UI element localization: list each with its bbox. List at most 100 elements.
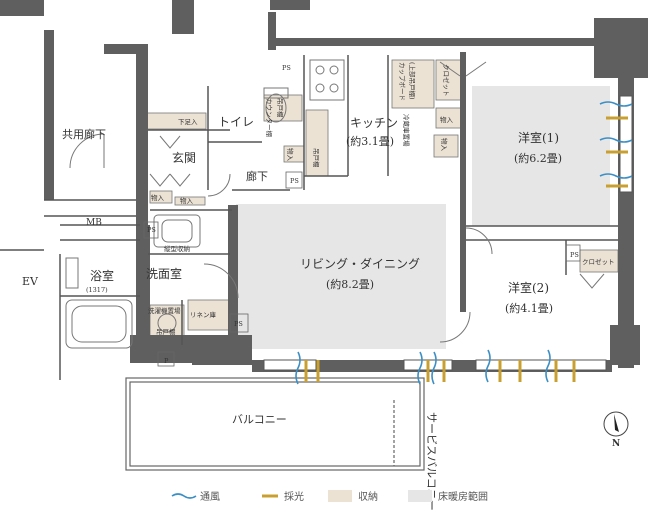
closet-door-western2 — [579, 273, 605, 289]
label-kitchen-size: (約3.1畳) — [346, 134, 394, 148]
storage-entrance-small — [149, 190, 173, 204]
wall-top-mid — [270, 0, 310, 10]
label-western1-size: (約6.2畳) — [514, 151, 562, 165]
label-hanging-cupboard: (上部吊戸棚) — [408, 62, 417, 100]
label-vertical-storage: 縦型収納 — [164, 244, 190, 253]
balcony-outline — [125, 377, 425, 471]
wall-bottom-left-block — [130, 335, 202, 363]
wash-basin — [161, 219, 193, 243]
label-hanging-shelf-toilet: 吊戸棚 — [276, 98, 285, 118]
label-storage-1: 物入 — [151, 193, 165, 202]
label-hanging-shelf-kitchen: 吊戸棚 — [312, 148, 321, 168]
service-balcony-label: サービスバルコニー — [425, 412, 438, 511]
label-ps-hall: PS — [290, 177, 299, 185]
toilet-tank — [263, 87, 289, 99]
label-kitchen: キッチン — [350, 116, 398, 130]
floor-heating-living — [236, 204, 446, 349]
label-washroom: 洗面室 — [146, 266, 182, 281]
floor-heating-areas — [236, 86, 610, 349]
window-western2 — [475, 359, 607, 371]
legend: 通風 採光 収納 床暖房範囲 — [171, 490, 488, 503]
label-living-dining-size: (約8.2畳) — [326, 277, 374, 291]
window-western1 — [619, 95, 633, 193]
cupboard-storage — [391, 59, 435, 109]
label-hanging-shelf-wash: 吊戸棚 — [156, 327, 176, 336]
label-service-balcony: サービスバルコニー — [425, 412, 438, 511]
legend-ventilation-icon — [171, 493, 197, 499]
label-washer-space: 洗濯機置場 — [148, 306, 181, 315]
label-western1: 洋室(1) — [518, 130, 559, 145]
wall-corridor-left — [44, 30, 54, 200]
north-arrow-icon: N — [603, 411, 629, 449]
washer-drum — [157, 313, 177, 333]
room-labels: 共用廊下 玄関 トイレ 廊下 キッチン (約3.1畳) リビング・ダイニング (… — [22, 115, 562, 426]
label-closet-western2: クロゼット — [582, 257, 615, 266]
label-ps-western2: PS — [570, 251, 579, 259]
label-storage-kitchen-1: 物入 — [440, 115, 454, 124]
toilet-bowl — [265, 93, 287, 123]
partitions — [0, 55, 618, 380]
daylight-icon — [304, 116, 628, 382]
balcony-inner — [129, 381, 421, 467]
hall-door-arc — [207, 173, 231, 197]
label-living-dining: リビング・ダイニング — [300, 256, 420, 271]
front-door-arc — [69, 133, 105, 169]
wall-bath-left — [136, 225, 150, 337]
label-mb: MB — [86, 218, 102, 228]
wall-column-right-top — [594, 18, 648, 78]
floor-heating-western1 — [472, 86, 610, 226]
label-closet-kitchen: クロゼット — [442, 64, 451, 97]
legend-floor-heating: 床暖房範囲 — [438, 490, 488, 503]
label-western2-size: (約4.1畳) — [505, 301, 553, 315]
label-p: P — [164, 357, 169, 365]
wall-column-top — [172, 0, 194, 34]
label-fridge-space: 冷蔵庫置場 — [402, 114, 411, 147]
label-western2: 洋室(2) — [508, 280, 549, 295]
balcony — [125, 377, 425, 471]
legend-storage-swatch — [328, 490, 352, 502]
closet-door-kitchen — [439, 61, 461, 77]
label-storage-hall: 物入 — [286, 148, 295, 162]
shower-panel — [65, 257, 79, 289]
label-counter-shelf: カウンター棚 — [265, 98, 274, 138]
label-bathroom: 浴室 — [90, 268, 114, 283]
living-door-arc — [439, 311, 471, 343]
label-ps-wash: PS — [147, 226, 156, 234]
label-balcony: バルコニー — [232, 413, 287, 426]
window-living-1 — [263, 359, 317, 371]
wall-left-top — [104, 44, 148, 54]
label-bathroom-size: (1317) — [86, 286, 108, 294]
ps-boxes — [143, 171, 581, 367]
wash-door-arc — [203, 263, 239, 299]
wall-kitchen-top-column — [268, 12, 276, 50]
svg-text:N: N — [612, 439, 620, 449]
stove — [309, 59, 345, 101]
label-ps-living: PS — [234, 320, 243, 328]
storage-entrance — [174, 196, 206, 206]
bathtub-outer — [65, 299, 133, 349]
label-cupboard: カップボード — [398, 62, 406, 101]
legend-floor-heating-swatch — [408, 490, 432, 502]
label-ev: EV — [22, 275, 39, 288]
doors — [69, 61, 605, 343]
storage-areas — [145, 59, 619, 342]
label-toilet: トイレ — [218, 115, 254, 129]
legend-daylight: 採光 — [284, 490, 304, 503]
wall-top-left — [0, 0, 44, 16]
storage-labels: 下足入 物入 物入 カウンター棚 吊戸棚 物入 吊戸棚 カップボード (上部吊戸… — [147, 62, 615, 365]
wall-bottom-left-2 — [192, 335, 252, 365]
label-ps-kitchen: PS — [282, 64, 291, 72]
wash-basin-counter — [153, 214, 201, 248]
wall-living-left — [228, 205, 238, 335]
storage-kitchen-2 — [433, 134, 459, 158]
legend-storage: 収納 — [358, 490, 378, 503]
fixtures — [65, 59, 345, 349]
ventilation-markers — [295, 101, 633, 385]
label-hallway: 廊下 — [246, 169, 268, 183]
counter-shelf-storage — [263, 94, 303, 122]
linen-storage — [187, 299, 231, 331]
label-shoe-box: 下足入 — [178, 118, 198, 126]
wall-top — [276, 38, 596, 46]
bathtub-inner — [71, 305, 127, 343]
